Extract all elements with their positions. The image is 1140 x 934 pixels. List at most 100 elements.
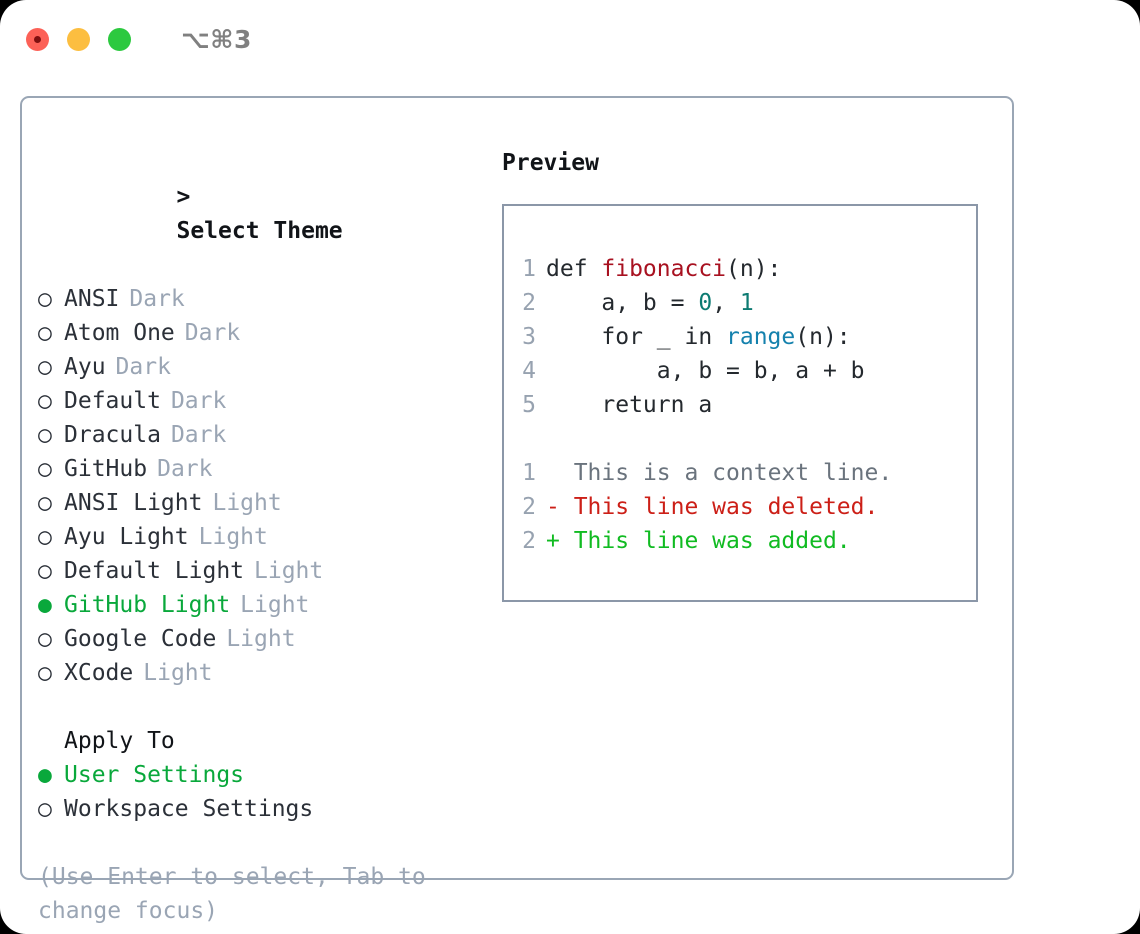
maximize-button[interactable] <box>108 27 131 51</box>
minimize-button[interactable] <box>67 27 90 51</box>
theme-variant-tag: Light <box>198 524 268 550</box>
line-number: 1 <box>522 460 536 486</box>
code-line-content: for _ in range(n): <box>546 320 851 354</box>
theme-option-label: XCode <box>64 660 134 686</box>
code-token: def <box>546 256 602 282</box>
theme-option-label: GitHub Light <box>64 592 231 618</box>
theme-option-label: Google Code <box>64 626 217 652</box>
theme-option-xcode[interactable]: ○ XCode Light <box>38 656 478 690</box>
radio-empty-icon: ○ <box>38 320 52 346</box>
radio-empty-icon: ○ <box>38 422 52 448</box>
theme-option-label: Ayu Light <box>64 524 189 550</box>
theme-option-label: Default Light <box>64 558 245 584</box>
line-number: 2 <box>522 494 536 520</box>
select-theme-heading: > Select Theme <box>38 146 478 282</box>
code-line-content: a, b = 0, 1 <box>546 286 754 320</box>
theme-option-ansi-light[interactable]: ○ ANSI Light Light <box>38 486 478 520</box>
line-number: 5 <box>522 392 536 418</box>
radio-empty-icon: ○ <box>38 388 52 414</box>
theme-variant-tag: Light <box>212 490 282 516</box>
window-controls <box>26 27 131 51</box>
code-token: 1 <box>739 290 754 316</box>
diff-marker: - <box>546 494 574 520</box>
diff-sample: 1 This is a context line.2- This line wa… <box>504 456 976 558</box>
preview-heading: Preview <box>502 150 599 176</box>
theme-option-ayu[interactable]: ○ Ayu Dark <box>38 350 478 384</box>
code-gap <box>504 422 976 456</box>
theme-option-label: Ayu <box>64 354 106 380</box>
radio-empty-icon: ○ <box>38 626 52 652</box>
diff-marker: + <box>546 528 574 554</box>
line-number: 2 <box>522 528 536 554</box>
theme-variant-tag: Dark <box>170 422 227 448</box>
apply-to-option-label: Workspace Settings <box>64 796 314 822</box>
radio-selected-icon: ● <box>38 592 52 618</box>
diff-line-ctx: 1 This is a context line. <box>504 456 976 490</box>
theme-option-label: GitHub <box>64 456 148 482</box>
keyboard-hint: (Use Enter to select, Tab to change focu… <box>38 864 426 924</box>
code-token: for _ in <box>546 324 727 350</box>
caret-icon: > <box>176 184 191 210</box>
code-token: (n): <box>726 256 782 282</box>
radio-empty-icon: ○ <box>38 660 52 686</box>
theme-option-google-code[interactable]: ○ Google Code Light <box>38 622 478 656</box>
theme-option-label: Default <box>64 388 161 414</box>
theme-option-atom-one[interactable]: ○ Atom One Dark <box>38 316 478 350</box>
theme-option-github[interactable]: ○ GitHub Dark <box>38 452 478 486</box>
code-token: fibonacci <box>601 256 727 282</box>
title-bar: ⌥⌘3 <box>0 0 1140 78</box>
radio-empty-icon: ○ <box>38 456 52 482</box>
line-number: 3 <box>522 324 536 350</box>
theme-variant-tag: Light <box>143 660 213 686</box>
radio-empty-icon: ○ <box>38 796 52 822</box>
close-button[interactable] <box>26 27 49 51</box>
diff-line-add: 2+ This line was added. <box>504 524 976 558</box>
code-token: a, b = <box>546 290 699 316</box>
theme-variant-tag: Dark <box>115 354 171 380</box>
code-token: , <box>712 290 740 316</box>
code-token: (n): <box>795 324 851 350</box>
theme-variant-tag: Light <box>226 626 296 652</box>
select-theme-title: Select Theme <box>176 218 343 244</box>
apply-to-option-user-settings[interactable]: ● User Settings <box>38 758 478 792</box>
theme-option-label: ANSI Light <box>64 490 203 516</box>
radio-empty-icon: ○ <box>38 286 52 312</box>
theme-option-label: ANSI <box>64 286 120 312</box>
code-line-content: def fibonacci(n): <box>546 252 781 286</box>
code-line: 2 a, b = 0, 1 <box>504 286 976 320</box>
theme-variant-tag: Dark <box>157 456 213 482</box>
radio-empty-icon: ○ <box>38 354 52 380</box>
diff-marker <box>546 456 574 490</box>
code-line: 3 for _ in range(n): <box>504 320 976 354</box>
apply-to-option-label: User Settings <box>64 762 245 788</box>
list-spacer <box>38 690 478 724</box>
apply-to-option-workspace-settings[interactable]: ○ Workspace Settings <box>38 792 478 826</box>
theme-variant-tag: Light <box>254 558 324 584</box>
radio-selected-icon: ● <box>38 762 52 788</box>
diff-line-del: 2- This line was deleted. <box>504 490 976 524</box>
theme-option-label: Atom One <box>64 320 175 346</box>
code-token: return a <box>546 392 713 418</box>
theme-option-github-light[interactable]: ● GitHub Light Light <box>38 588 478 622</box>
theme-variant-tag: Light <box>240 592 310 618</box>
code-token: 0 <box>698 290 713 316</box>
radio-empty-icon: ○ <box>38 558 52 584</box>
theme-variant-tag: Dark <box>184 320 241 346</box>
code-line: 5 return a <box>504 388 976 422</box>
theme-option-default-light[interactable]: ○ Default Light Light <box>38 554 478 588</box>
radio-empty-icon: ○ <box>38 490 52 516</box>
apply-to-heading: Apply To <box>64 728 175 754</box>
diff-line-text: This is a context line. <box>573 460 893 486</box>
code-token: a, b = b, a + b <box>546 358 865 384</box>
